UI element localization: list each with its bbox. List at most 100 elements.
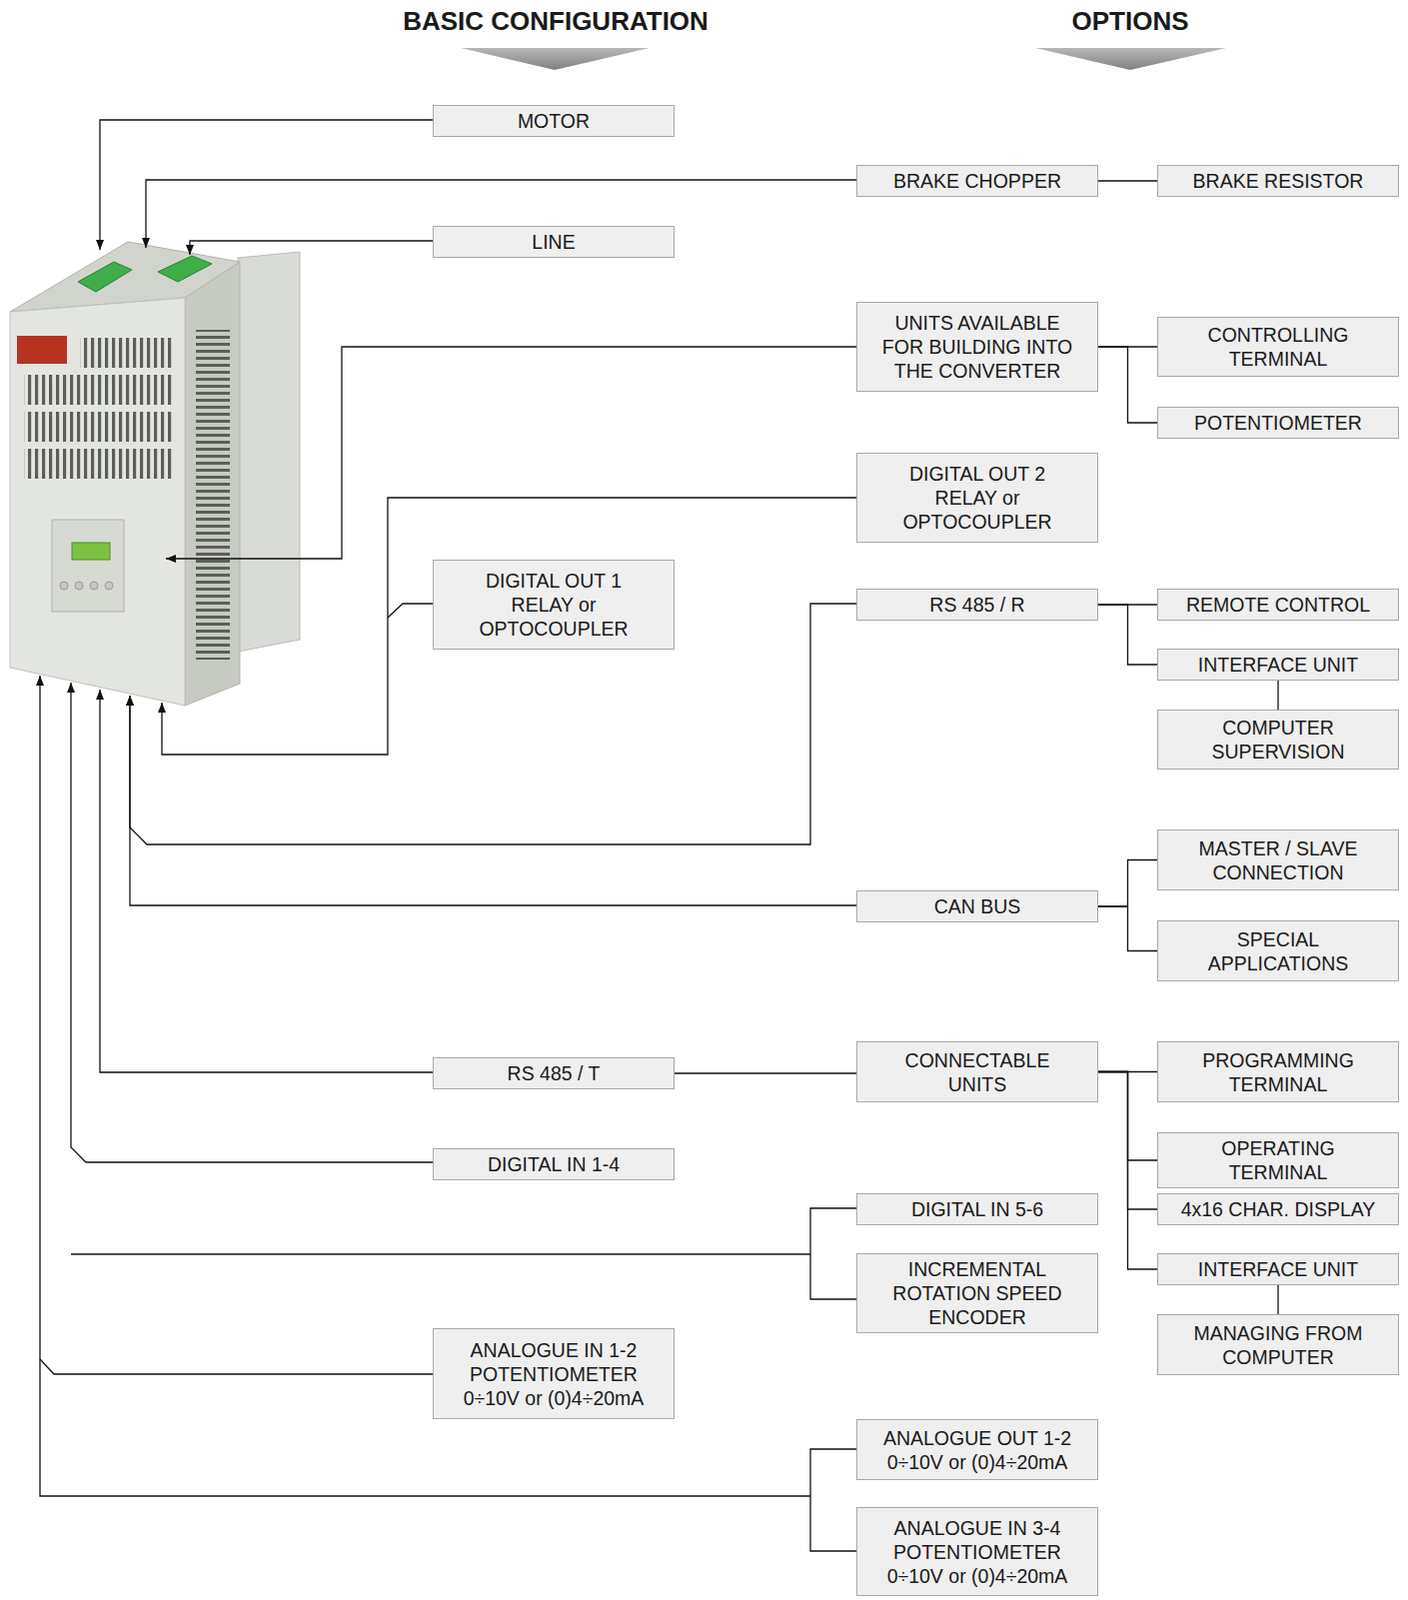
option-box: CONNECTABLE UNITS — [856, 1041, 1099, 1103]
connector-line — [1098, 179, 1158, 181]
option-box: COMPUTER SUPERVISION — [1157, 709, 1400, 770]
front-face — [9, 297, 185, 706]
side-vents — [195, 329, 230, 660]
connector-line — [1277, 1285, 1279, 1315]
option-box: ANALOGUE IN 1-2 POTENTIOMETER 0÷10V or (… — [432, 1328, 675, 1419]
line-wire — [189, 240, 433, 255]
connector-line — [1098, 906, 1158, 952]
option-box: CAN BUS — [856, 890, 1099, 923]
option-box: REMOTE CONTROL — [1157, 588, 1400, 621]
box-text: DIGITAL OUT 1 RELAY or OPTOCOUPLER — [456, 568, 652, 641]
analogue-in-wire — [39, 675, 433, 1375]
box-text: DIGITAL IN 1-4 — [487, 1152, 620, 1177]
option-box: RS 485 / R — [856, 588, 1099, 621]
box-text: BRAKE RESISTOR — [1193, 168, 1365, 193]
box-text: RS 485 / T — [507, 1061, 601, 1086]
option-box: BRAKE CHOPPER — [856, 164, 1099, 197]
key-button — [104, 581, 113, 590]
box-text: CONNECTABLE UNITS — [880, 1048, 1076, 1097]
box-text: ANALOGUE IN 3-4 POTENTIOMETER 0÷10V or (… — [880, 1515, 1076, 1588]
option-box: UNITS AVAILABLE FOR BUILDING INTO THE CO… — [856, 301, 1099, 392]
digital-out-wire — [161, 497, 857, 755]
box-text: DIGITAL IN 5-6 — [911, 1197, 1044, 1222]
key-button — [74, 581, 83, 590]
front-vents — [23, 448, 174, 479]
box-text: INCREMENTAL ROTATION SPEED ENCODER — [880, 1257, 1076, 1330]
option-box: RS 485 / T — [432, 1057, 675, 1090]
box-text: CONTROLLING TERMINAL — [1181, 322, 1377, 371]
connector-line — [1277, 680, 1279, 710]
box-text: LINE — [531, 229, 575, 254]
connector-line — [1098, 346, 1158, 423]
box-text: ANALOGUE OUT 1-2 0÷10V or (0)4÷20mA — [880, 1425, 1076, 1474]
box-text: OPERATING TERMINAL — [1181, 1136, 1377, 1185]
front-vents — [79, 337, 174, 368]
option-box: DIGITAL IN 5-6 — [856, 1193, 1099, 1226]
connector-line — [1098, 860, 1158, 908]
option-box: DIGITAL OUT 1 RELAY or OPTOCOUPLER — [432, 559, 675, 650]
digital-out-wire — [387, 603, 433, 618]
logo — [16, 335, 67, 364]
box-text: MANAGING FROM COMPUTER — [1181, 1321, 1377, 1370]
option-box: INTERFACE UNIT — [1157, 1253, 1400, 1286]
option-box: MASTER / SLAVE CONNECTION — [1157, 829, 1400, 891]
top-face — [9, 241, 240, 312]
option-box: LINE — [432, 225, 675, 258]
box-text: POTENTIOMETER — [1194, 410, 1363, 435]
box-text: SPECIAL APPLICATIONS — [1181, 927, 1377, 976]
key-button — [59, 581, 68, 590]
box-text: CAN BUS — [934, 894, 1022, 919]
box-text: MASTER / SLAVE CONNECTION — [1181, 836, 1377, 885]
option-box: POTENTIOMETER — [1157, 406, 1400, 439]
digital-in-bracket — [70, 1208, 857, 1300]
connector-line — [1098, 604, 1158, 665]
front-vents — [23, 374, 174, 405]
digital-in-wire — [70, 682, 433, 1163]
side-panel — [184, 261, 240, 706]
option-box: MOTOR — [432, 104, 675, 137]
mounting-plate — [237, 251, 300, 652]
option-box: OPERATING TERMINAL — [1157, 1132, 1400, 1189]
connector-line — [674, 1072, 857, 1074]
column-heading: BASIC CONFIGURATION — [402, 5, 709, 37]
option-box: 4x16 CHAR. DISPLAY — [1157, 1193, 1400, 1226]
box-text: 4x16 CHAR. DISPLAY — [1181, 1197, 1377, 1222]
box-text: MOTOR — [517, 108, 590, 133]
key-button — [89, 581, 98, 590]
motor-wire — [99, 119, 433, 250]
column-heading: OPTIONS — [1071, 5, 1189, 37]
option-box: CONTROLLING TERMINAL — [1157, 316, 1400, 377]
option-box: ANALOGUE OUT 1-2 0÷10V or (0)4÷20mA — [856, 1418, 1099, 1480]
box-text: DIGITAL OUT 2 RELAY or OPTOCOUPLER — [880, 461, 1076, 534]
option-box: PROGRAMMING TERMINAL — [1157, 1041, 1400, 1103]
heading-triangle — [1035, 47, 1227, 70]
option-box: INTERFACE UNIT — [1157, 648, 1400, 681]
box-text: RS 485 / R — [929, 592, 1025, 617]
box-text: INTERFACE UNIT — [1198, 1257, 1359, 1282]
option-box: INCREMENTAL ROTATION SPEED ENCODER — [856, 1253, 1099, 1334]
box-text: UNITS AVAILABLE FOR BUILDING INTO THE CO… — [873, 310, 1082, 383]
option-box: MANAGING FROM COMPUTER — [1157, 1314, 1400, 1376]
terminal-block — [157, 255, 212, 282]
option-box: DIGITAL IN 1-4 — [432, 1148, 675, 1181]
box-text: BRAKE CHOPPER — [893, 168, 1062, 193]
lcd-display — [71, 542, 110, 560]
rs485-t-wire — [99, 689, 433, 1073]
box-text: ANALOGUE IN 1-2 POTENTIOMETER 0÷10V or (… — [456, 1338, 652, 1410]
connector-line — [1098, 1072, 1158, 1271]
box-text: REMOTE CONTROL — [1186, 592, 1371, 617]
option-box: ANALOGUE IN 3-4 POTENTIOMETER 0÷10V or (… — [856, 1506, 1099, 1596]
terminal-block — [77, 261, 132, 292]
front-vents — [23, 411, 174, 442]
box-text: PROGRAMMING TERMINAL — [1181, 1048, 1377, 1097]
heading-triangle — [460, 47, 650, 70]
keypad-panel — [51, 519, 124, 612]
option-box: SPECIAL APPLICATIONS — [1157, 920, 1400, 982]
units-leader — [165, 346, 857, 559]
option-box: BRAKE RESISTOR — [1157, 164, 1400, 197]
box-text: COMPUTER SUPERVISION — [1181, 715, 1377, 764]
can-bus-wire — [129, 695, 857, 906]
box-text: INTERFACE UNIT — [1198, 652, 1359, 677]
option-box: DIGITAL OUT 2 RELAY or OPTOCOUPLER — [856, 452, 1099, 543]
